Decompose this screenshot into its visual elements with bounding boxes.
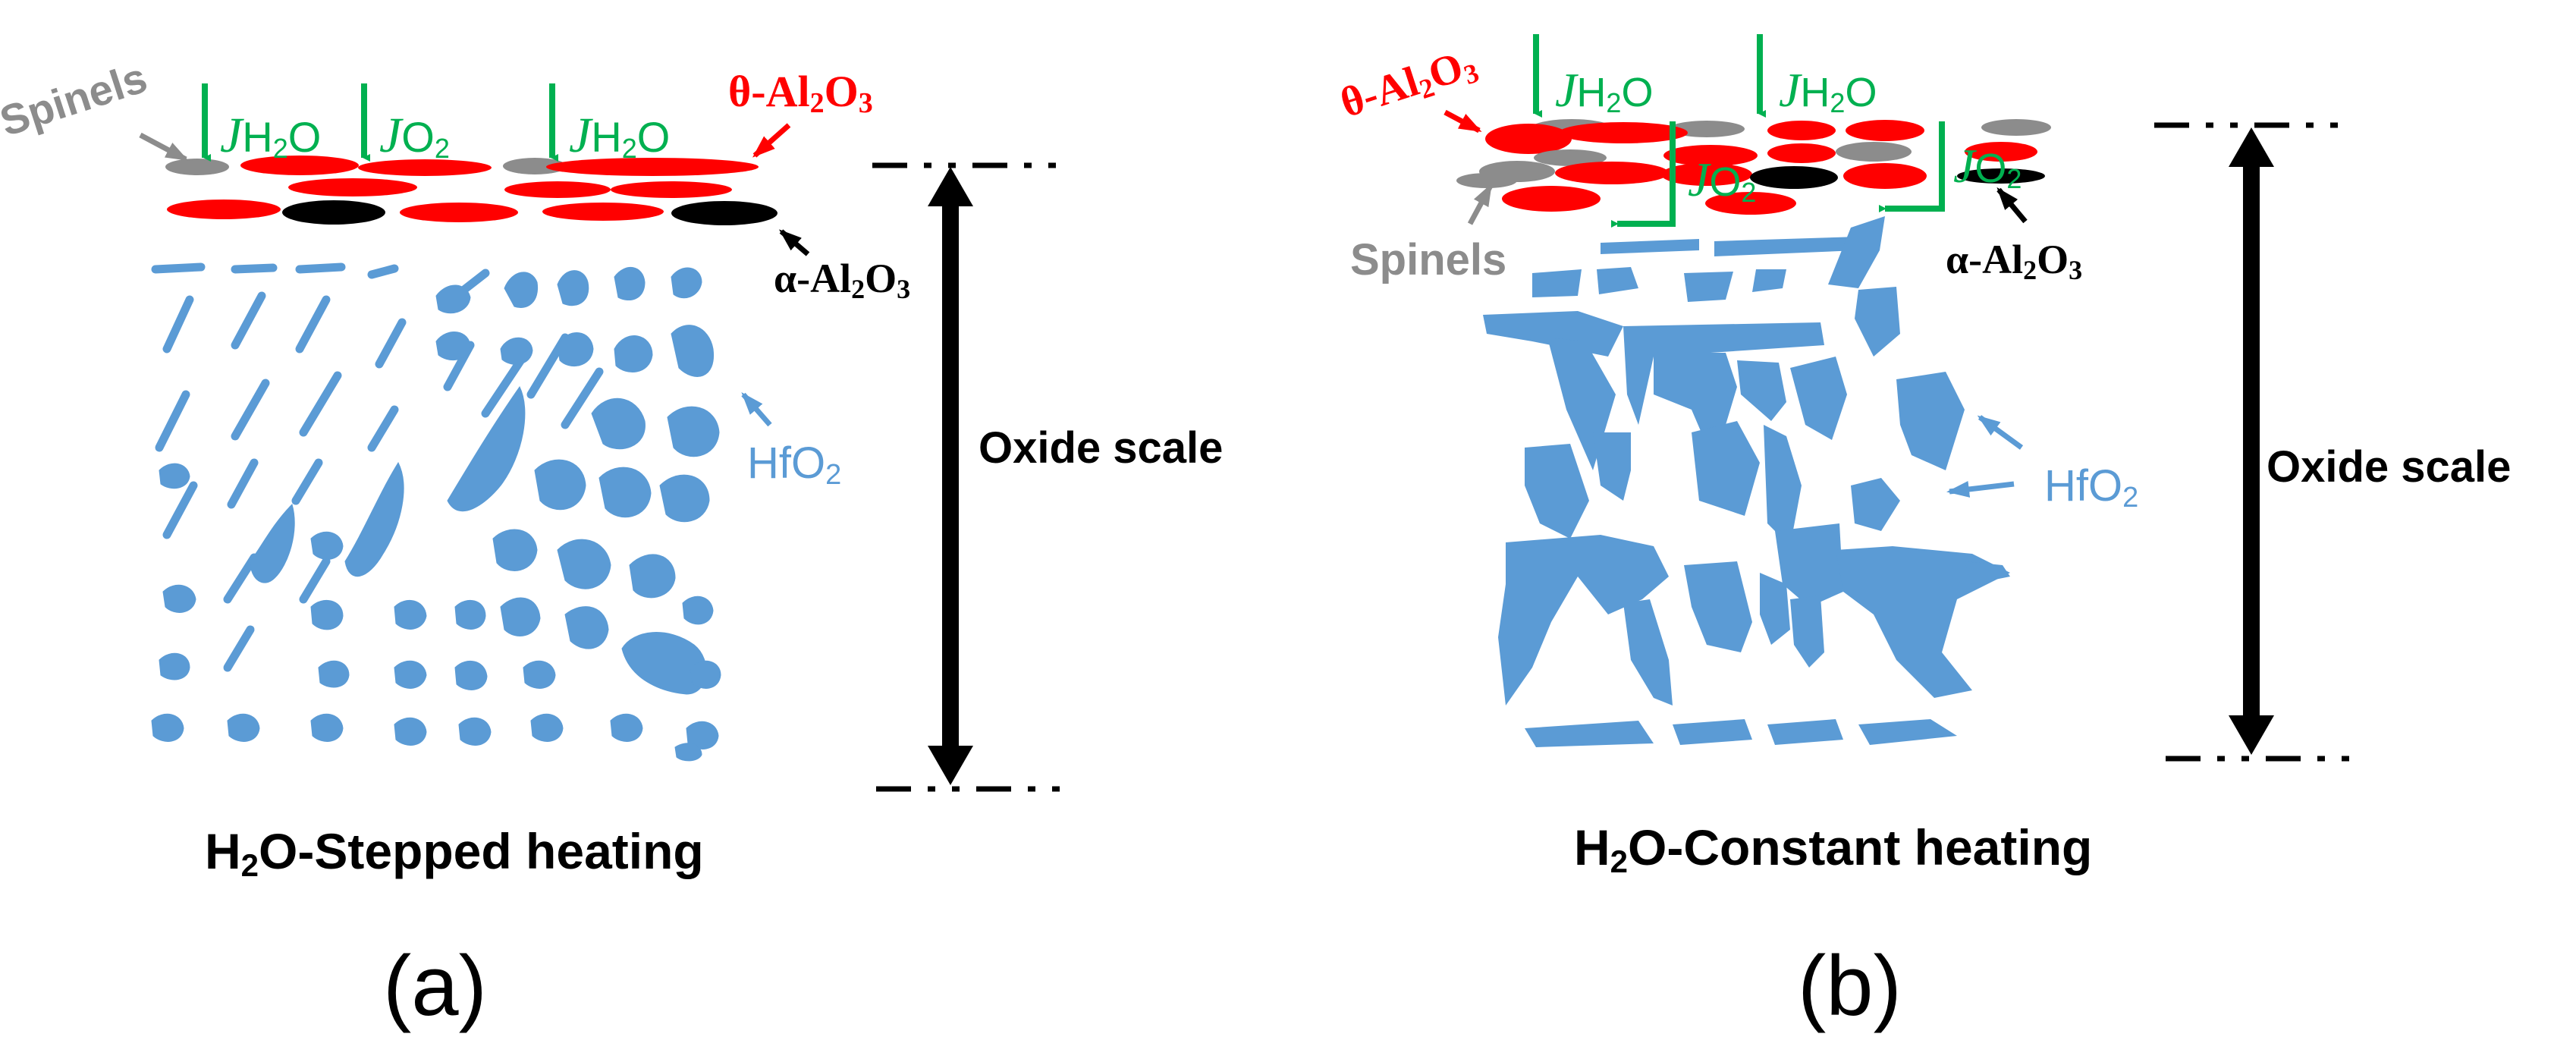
o2-flux-label: JO2 (1688, 152, 1756, 208)
theta-alumina-grain (288, 178, 417, 196)
hfo2-label-a: HfO2 (741, 391, 841, 491)
hfo2-particles-a (151, 262, 721, 762)
theta-alumina-grain (1502, 186, 1601, 212)
alpha-alumina-grain (671, 201, 778, 225)
o2-flux-arrow (1611, 121, 1676, 228)
theta-alumina-grain (400, 203, 518, 222)
theta-alumina-grain (358, 159, 492, 176)
panel-a: JH2O JO2 JH2O Spinels θ-Al2O3 α-Al2O3 (0, 53, 1223, 1033)
panel-label-b: (b) (1798, 938, 1902, 1033)
theta-alumina-text: θ-Al2O3 (1335, 39, 1483, 130)
theta-alumina-grain (1555, 162, 1669, 184)
alpha-alumina-text: α-Al2O3 (774, 256, 910, 304)
theta-alumina-label-a: θ-Al2O3 (728, 67, 873, 158)
o2-flux-label: JO2 (1953, 139, 2022, 194)
panel-label-a: (a) (383, 938, 487, 1033)
alpha-alumina-label-a: α-Al2O3 (774, 229, 910, 304)
theta-alumina-grain (1663, 145, 1758, 166)
oxide-scale-label: Oxide scale (979, 423, 1223, 473)
theta-alumina-text: θ-Al2O3 (728, 67, 873, 119)
o2-flux-label: JO2 (379, 108, 450, 164)
h2o-flux-label: JH2O (1779, 63, 1877, 118)
theta-alumina-grain (611, 181, 732, 198)
h2o-flux-label: JH2O (569, 108, 670, 164)
flux-arrows-a (202, 83, 558, 162)
h2o-flux-label: JH2O (1555, 63, 1653, 118)
hfo2-label-b: HfO2 (1946, 415, 2138, 514)
alpha-alumina-grain (1750, 166, 1838, 189)
panel-b: JH2O JH2O JO2 JO2 θ-Al2O3 Spinels (1335, 34, 2511, 1033)
spinel-grain (1534, 149, 1607, 166)
spinel-grain (1456, 173, 1517, 188)
caption-a: H2O-Stepped heating (205, 823, 704, 883)
theta-alumina-grain (1485, 124, 1572, 154)
theta-alumina-grain (240, 156, 359, 175)
spinel-grain (503, 158, 567, 174)
oxide-scale-indicator-b: Oxide scale (2154, 122, 2511, 762)
theta-alumina-grain (1965, 142, 2037, 162)
alpha-alumina-label-b: α-Al2O3 (1946, 187, 2082, 285)
hfo2-particles-b (1483, 216, 2010, 747)
spinel-grain (1981, 119, 2051, 136)
spinel-grain (1669, 121, 1745, 137)
alpha-alumina-grain (1957, 168, 2045, 184)
hfo2-text: HfO2 (747, 438, 841, 491)
theta-alumina-grain (167, 200, 281, 219)
theta-alumina-label-b: θ-Al2O3 (1335, 39, 1483, 134)
theta-alumina-grain (1846, 120, 1924, 141)
svg-text:Spinels: Spinels (0, 53, 152, 145)
theta-alumina-grain (1767, 143, 1836, 163)
theta-alumina-grain (1767, 121, 1836, 140)
oxide-scale-indicator-a: Oxide scale (872, 162, 1223, 792)
oxide-layer-b (1456, 119, 2051, 215)
h2o-flux-label: JH2O (220, 108, 321, 164)
oxide-scale-label: Oxide scale (2267, 442, 2511, 492)
alpha-alumina-text: α-Al2O3 (1946, 237, 2082, 285)
o2-flux-arrow (1879, 121, 1945, 212)
theta-alumina-grain (1843, 163, 1927, 189)
theta-alumina-grain (542, 203, 664, 221)
theta-alumina-grain (504, 181, 611, 198)
flux-labels-a: JH2O JO2 JH2O (220, 108, 670, 164)
oxide-layer-a (165, 156, 778, 225)
hfo2-text: HfO2 (2044, 461, 2138, 514)
spinel-grain (165, 159, 229, 175)
theta-alumina-grain (1705, 192, 1796, 215)
theta-alumina-grain (546, 158, 759, 176)
svg-text:Spinels: Spinels (1350, 235, 1506, 284)
flux-labels-b: JH2O JH2O JO2 JO2 (1555, 63, 2022, 208)
caption-b: H2O-Constant heating (1574, 819, 2092, 879)
spinels-label-b: Spinels (1350, 183, 1506, 284)
alpha-alumina-grain (282, 200, 385, 225)
flux-arrows-b (1533, 34, 1945, 228)
spinel-grain (1836, 142, 1912, 162)
theta-alumina-grain (1559, 122, 1688, 143)
spinels-label-a: Spinels (0, 53, 189, 162)
theta-alumina-grain (1661, 163, 1752, 186)
